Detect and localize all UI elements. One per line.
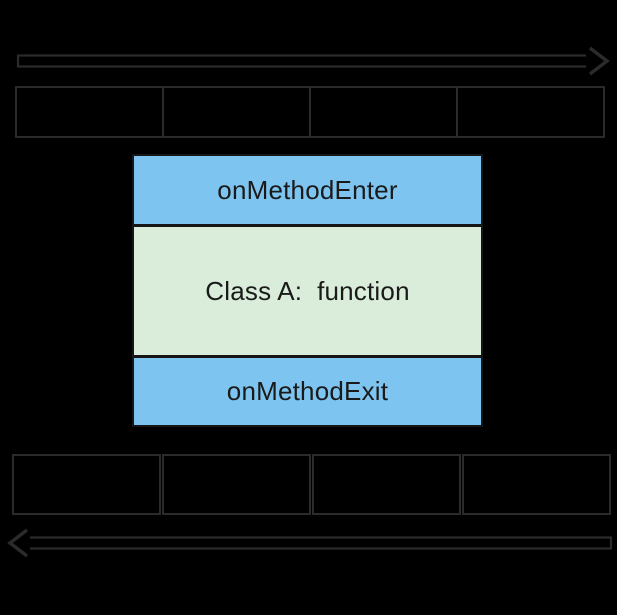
timeline-cell [17, 88, 162, 136]
timeline-cell [162, 454, 311, 515]
on-method-enter-box: onMethodEnter [132, 154, 483, 226]
arrow-left-icon [7, 528, 613, 558]
timeline-cell [312, 454, 461, 515]
arrow-right-icon [16, 46, 610, 76]
instrumented-method-stack: onMethodEnter Class A: function onMethod… [132, 154, 483, 427]
bottom-timeline-row [12, 454, 611, 515]
timeline-cell [456, 88, 603, 136]
timeline-cell [309, 88, 456, 136]
on-method-exit-box: onMethodExit [132, 356, 483, 427]
timeline-arrow-left [0, 527, 617, 559]
timeline-cell [12, 454, 161, 515]
timeline-cell [462, 454, 611, 515]
top-timeline-row [15, 86, 605, 138]
method-body-box: Class A: function [132, 225, 483, 357]
timeline-cell [162, 88, 309, 136]
timeline-arrow-right [0, 45, 617, 77]
